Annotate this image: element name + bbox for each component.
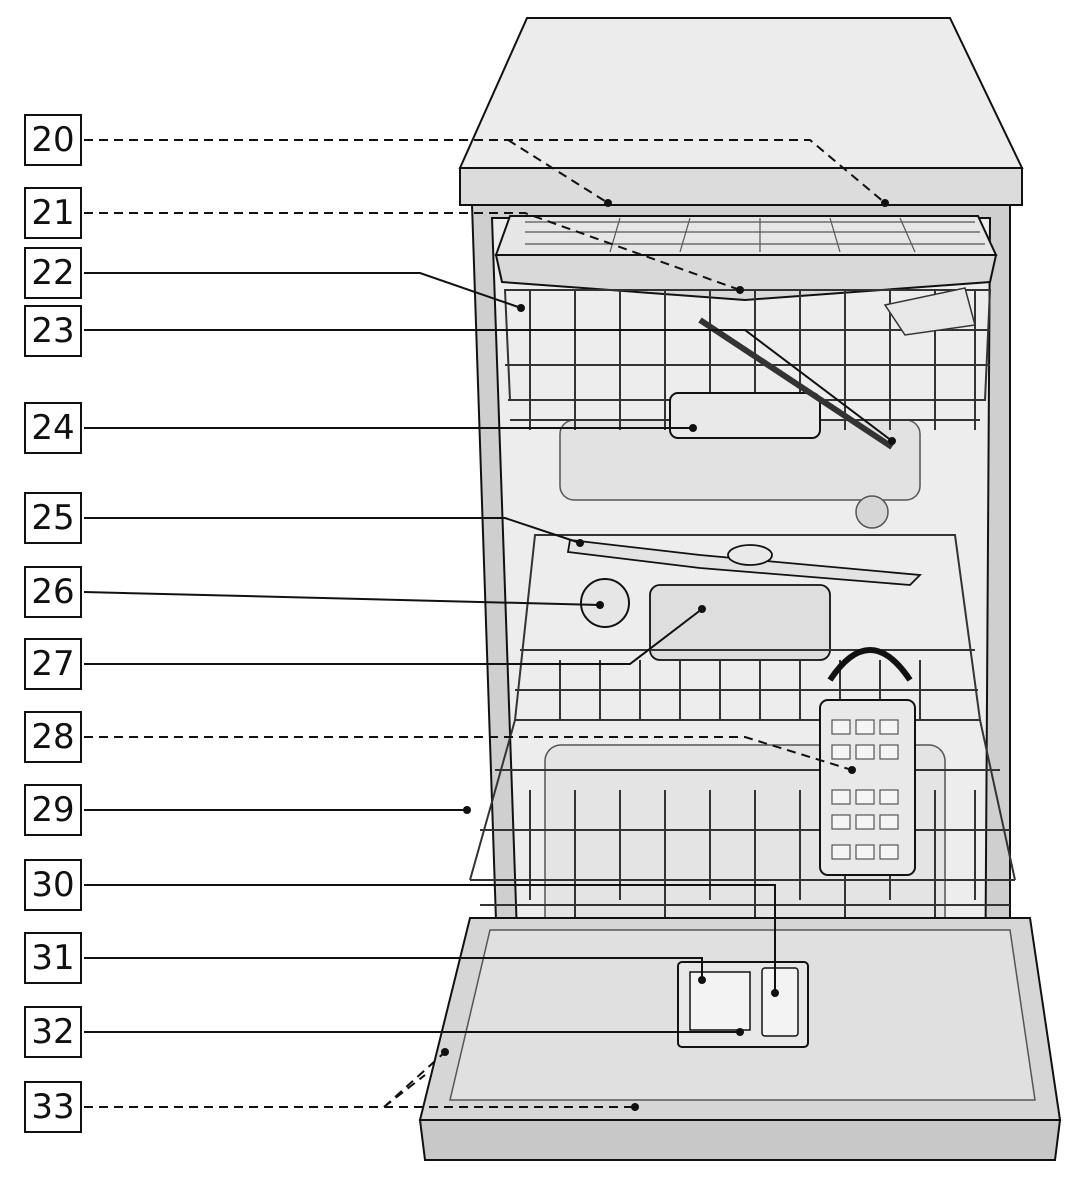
callout-26: 26 bbox=[24, 566, 82, 618]
lower-basket bbox=[469, 534, 1016, 930]
callout-23: 23 bbox=[24, 305, 82, 357]
callout-29: 29 bbox=[24, 784, 82, 836]
leader-23 bbox=[84, 329, 893, 442]
leader-33 bbox=[84, 1051, 635, 1108]
tub-vent bbox=[855, 495, 889, 529]
cutlery-drawer-slots bbox=[525, 217, 985, 253]
callout-32: 32 bbox=[24, 1006, 82, 1058]
upper-spray-arm bbox=[698, 317, 894, 450]
filter-flat-plate bbox=[649, 584, 831, 661]
detergent-lid-latch bbox=[761, 967, 799, 1037]
callout-dots bbox=[441, 199, 896, 1111]
leader-22 bbox=[84, 272, 522, 309]
leader-20 bbox=[84, 139, 886, 204]
top-lid bbox=[458, 17, 1024, 169]
lower-spray-arm-hub bbox=[727, 544, 773, 566]
door-bottom-edge bbox=[418, 1119, 1062, 1161]
leader-27 bbox=[84, 608, 703, 665]
leader-31 bbox=[84, 957, 703, 980]
callout-28: 28 bbox=[24, 711, 82, 763]
upper-spray-arm-hub bbox=[669, 392, 821, 439]
leader-lines bbox=[83, 139, 893, 1108]
upper-basket bbox=[503, 289, 992, 430]
callout-31: 31 bbox=[24, 932, 82, 984]
top-lid-front bbox=[459, 167, 1023, 206]
callout-24: 24 bbox=[24, 402, 82, 454]
leader-21 bbox=[84, 212, 741, 291]
rinse-aid-cap bbox=[580, 578, 630, 628]
callout-27: 27 bbox=[24, 638, 82, 690]
callout-22: 22 bbox=[24, 247, 82, 299]
leader-30 bbox=[84, 884, 776, 993]
callout-30: 30 bbox=[24, 859, 82, 911]
upper-basket-shelf bbox=[883, 287, 976, 336]
callout-25: 25 bbox=[24, 492, 82, 544]
callout-20: 20 bbox=[24, 114, 82, 166]
cutlery-basket bbox=[819, 647, 916, 876]
callout-21: 21 bbox=[24, 187, 82, 239]
callout-33: 33 bbox=[24, 1081, 82, 1133]
leader-26 bbox=[83, 591, 601, 606]
leader-28 bbox=[84, 736, 853, 771]
leader-25 bbox=[84, 517, 581, 544]
